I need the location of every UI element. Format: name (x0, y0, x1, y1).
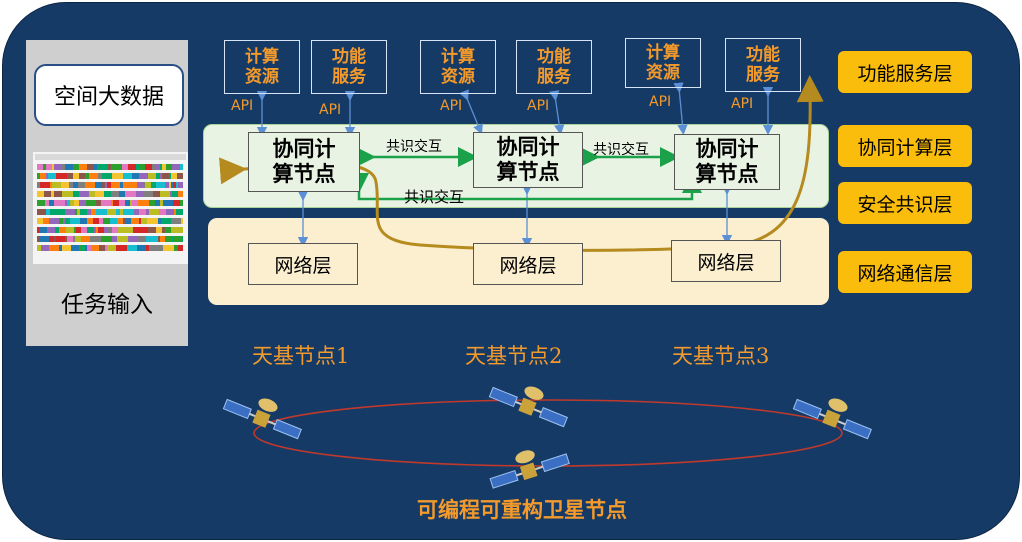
service-line-2: 资源 (646, 63, 680, 83)
satellite-icon (489, 450, 570, 489)
consensus-label-3: 共识交互 (404, 188, 465, 206)
collab-compute-layer-label: 协同计算层 (838, 125, 972, 167)
network-layer-box-3: 网络层 (671, 240, 781, 282)
service-line-1: 功能 (537, 47, 571, 67)
security-consensus-layer-label: 安全共识层 (838, 182, 972, 224)
compute-resource-box-3: 计算 资源 (625, 38, 701, 88)
function-service-box-2: 功能 服务 (516, 40, 592, 94)
api-label-4: API (527, 98, 550, 114)
service-line-1: 功能 (746, 45, 780, 65)
service-line-1: 计算 (646, 43, 680, 63)
compute-resource-box-1: 计算 资源 (224, 40, 300, 94)
service-line-1: 计算 (245, 47, 279, 67)
consensus-label-2: 共识交互 (593, 142, 649, 158)
node-line-1: 协同计 (272, 137, 336, 161)
function-service-box-1: 功能 服务 (311, 40, 387, 94)
service-line-2: 服务 (537, 67, 571, 87)
node-line-2: 算节点 (496, 160, 560, 184)
api-label-5: API (649, 94, 672, 110)
programmable-satellite-node-label: 可编程可重构卫星节点 (417, 498, 627, 522)
service-line-2: 资源 (441, 67, 475, 87)
collab-compute-node-2: 协同计 算节点 (473, 132, 583, 188)
network-layer-box-1: 网络层 (248, 243, 358, 285)
function-service-box-3: 功能 服务 (725, 38, 801, 92)
service-line-1: 计算 (441, 47, 475, 67)
task-flow-path (219, 75, 824, 252)
node-line-2: 算节点 (695, 162, 759, 186)
function-service-layer-label: 功能服务层 (838, 51, 972, 93)
data-chart-graphic (33, 152, 188, 264)
space-node-label-3: 天基节点3 (672, 344, 770, 368)
satellite-icon (488, 386, 568, 428)
node-line-1: 协同计 (496, 135, 560, 159)
compute-resource-box-2: 计算 资源 (420, 40, 496, 94)
space-node-label-1: 天基节点1 (252, 344, 350, 368)
space-node-label-2: 天基节点2 (465, 344, 563, 368)
satellite-icon (222, 398, 302, 440)
api-label-3: API (440, 98, 463, 114)
api-label-6: API (731, 96, 754, 112)
network-comm-layer-label: 网络通信层 (838, 251, 972, 293)
collab-compute-node-3: 协同计 算节点 (674, 134, 780, 190)
service-line-2: 资源 (245, 67, 279, 87)
consensus-label-1: 共识交互 (386, 139, 442, 155)
node-line-1: 协同计 (695, 137, 759, 161)
network-layer-box-2: 网络层 (473, 243, 583, 285)
space-bigdata-box: 空间大数据 (34, 64, 184, 126)
service-line-1: 功能 (332, 47, 366, 67)
collab-compute-node-1: 协同计 算节点 (248, 132, 360, 192)
satellite-icon (792, 398, 872, 440)
node-line-2: 算节点 (272, 162, 336, 186)
task-input-label: 任务输入 (61, 292, 153, 318)
api-label-2: API (319, 102, 342, 118)
api-label-1: API (231, 98, 254, 114)
service-line-2: 服务 (746, 65, 780, 85)
data-chart-thumbnail (33, 152, 188, 264)
service-line-2: 服务 (332, 67, 366, 87)
